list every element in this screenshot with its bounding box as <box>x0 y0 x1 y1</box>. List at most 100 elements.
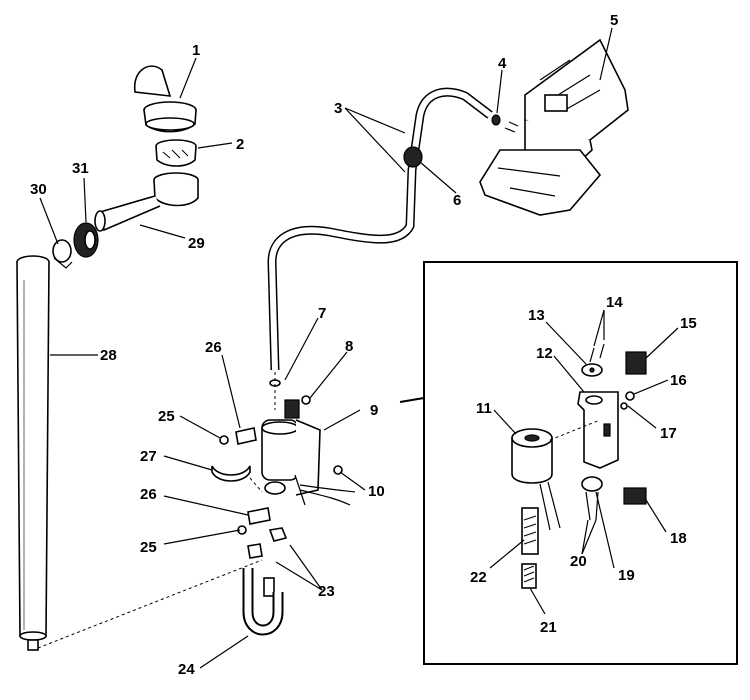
valve-wire-3 <box>294 474 306 506</box>
callout-28: 28 <box>100 347 117 364</box>
valve-hardware <box>211 427 288 597</box>
callout-19: 19 <box>618 567 635 584</box>
clamp-tab <box>53 257 73 269</box>
callout-3: 3 <box>334 100 342 117</box>
inset-terminal-15 <box>625 351 647 375</box>
valve-coil-top <box>261 421 299 435</box>
fill-tube <box>16 255 50 651</box>
grommet <box>403 146 423 168</box>
clamp-23c <box>263 577 275 597</box>
dashed-line-tube <box>37 559 263 649</box>
callout-13: 13 <box>528 307 545 324</box>
callout-9: 9 <box>370 402 378 419</box>
hose-fitting <box>491 114 501 126</box>
cap-lid <box>134 65 172 97</box>
inset-fitting <box>581 476 603 492</box>
clip-lower <box>247 507 271 525</box>
strap-clamp <box>211 465 251 482</box>
callout-6: 6 <box>453 192 461 209</box>
callout-7: 7 <box>318 305 326 322</box>
callout-25b: 25 <box>140 539 157 556</box>
callout-17: 17 <box>660 425 677 442</box>
inset-coil-wires <box>539 481 561 531</box>
callout-24: 24 <box>178 661 195 678</box>
valve-screw <box>301 395 311 405</box>
inset-plunger <box>521 507 539 555</box>
clip-upper <box>235 427 257 445</box>
bracket-base-lines <box>497 167 561 197</box>
callout-26a: 26 <box>205 339 222 356</box>
callout-22: 22 <box>470 569 487 586</box>
tube-body <box>16 261 50 637</box>
callout-16: 16 <box>670 372 687 389</box>
cap-assembly <box>52 65 199 269</box>
bracket-screw-marks <box>504 121 519 133</box>
mounting-bracket <box>479 38 629 216</box>
callout-15: 15 <box>680 315 697 332</box>
inset-coil <box>511 437 553 484</box>
callout-2: 2 <box>236 136 244 153</box>
valve-terminals <box>284 399 300 419</box>
callout-5: 5 <box>610 12 618 29</box>
spout-end <box>94 210 106 232</box>
inset-leader <box>399 397 425 403</box>
screw-upper <box>219 435 229 445</box>
callout-4: 4 <box>498 55 507 72</box>
bracket-slot <box>544 94 568 112</box>
inset-bracket-slot <box>603 423 611 437</box>
callout-25a: 25 <box>158 408 175 425</box>
filter-mesh <box>162 149 189 159</box>
inset-bracket <box>577 391 619 469</box>
callout-14: 14 <box>606 294 623 311</box>
detail-inset-frame <box>423 261 738 665</box>
callout-18: 18 <box>670 530 687 547</box>
callout-1: 1 <box>192 42 200 59</box>
inset-parts <box>511 343 647 589</box>
inset-nut <box>620 402 628 410</box>
inset-dashed <box>549 419 601 441</box>
callout-12: 12 <box>536 345 553 362</box>
inset-washer <box>625 391 635 401</box>
inset-spring-coils <box>523 565 535 583</box>
callout-11: 11 <box>476 400 492 417</box>
inset-spring <box>521 563 537 589</box>
callout-31: 31 <box>72 160 89 177</box>
callout-21: 21 <box>540 619 557 636</box>
inset-screws <box>589 343 605 363</box>
callout-26b: 26 <box>140 486 157 503</box>
callout-29: 29 <box>188 235 205 252</box>
inset-bracket-hole <box>585 395 603 405</box>
hose-inner <box>269 89 492 371</box>
inset-terminal-18 <box>623 487 647 505</box>
filter-body <box>155 145 197 167</box>
inset-coil-bore <box>524 434 540 442</box>
valve-bracket <box>295 419 321 496</box>
neck-spout <box>99 195 161 232</box>
callout-27: 27 <box>140 448 157 465</box>
tube-bottom <box>19 631 47 641</box>
hose-clamp <box>52 239 72 263</box>
callout-23: 23 <box>318 583 335 600</box>
inset-disc-hole <box>589 367 595 373</box>
hose-coupling-bore <box>84 230 96 250</box>
valve-body <box>264 481 286 495</box>
callout-labels: 1 2 3 4 5 6 7 8 9 10 11 12 13 14 15 16 1… <box>30 12 697 678</box>
neck-body <box>153 179 199 207</box>
bracket-base <box>479 149 602 216</box>
callout-8: 8 <box>345 338 353 355</box>
tube-tip <box>27 639 39 651</box>
clamp-23a <box>268 527 288 542</box>
valve-wire-2 <box>299 484 356 493</box>
cap-ring-bottom <box>145 117 195 131</box>
dashed-line-clamp <box>249 477 263 493</box>
callout-20: 20 <box>570 553 587 570</box>
inset-plunger-coil <box>523 515 537 545</box>
clamp-23b <box>247 543 263 559</box>
valve-wire-1 <box>299 489 351 506</box>
callout-30: 30 <box>30 181 47 198</box>
leader-lines <box>39 27 679 669</box>
inset-fitting-leads <box>585 491 599 521</box>
u-tube-inner <box>244 568 282 634</box>
